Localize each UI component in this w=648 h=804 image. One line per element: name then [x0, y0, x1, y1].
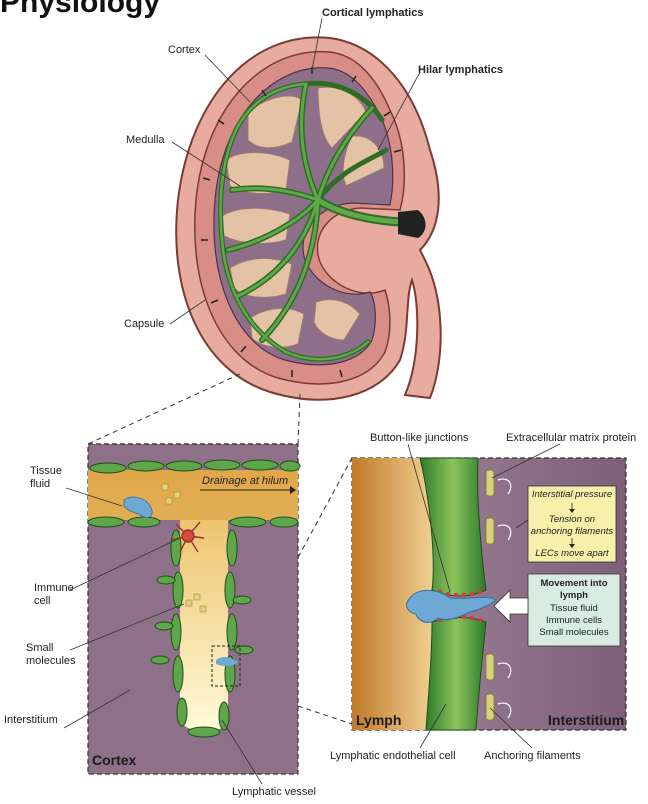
movement-item: Small molecules [530, 627, 618, 639]
label-cortical-lymphatics: Cortical lymphatics [322, 7, 423, 20]
label-ecm-protein: Extracellular matrix protein [506, 432, 636, 445]
label-cortex-panel: Cortex [92, 752, 136, 768]
label-hilar-lymphatics: Hilar lymphatics [418, 64, 503, 77]
label-small-molecules: Small molecules [26, 642, 76, 668]
label-immune-cell: Immune cell [34, 582, 74, 608]
pressure-line-2: Tension on anchoring filaments [530, 514, 614, 538]
label-medulla: Medulla [126, 134, 165, 147]
label-tissue-fluid: Tissue fluid [30, 465, 74, 491]
label-capsule: Capsule [124, 318, 164, 331]
label-button-junctions: Button-like junctions [370, 432, 468, 445]
label-lymphatic-vessel: Lymphatic vessel [232, 786, 316, 799]
label-interstitium-right: Interstitium [548, 712, 624, 728]
endothelial-cell-lower [426, 618, 486, 731]
label-drainage-at-hilum: Drainage at hilum [202, 475, 288, 488]
hilar-node [398, 210, 426, 238]
movement-title: Movement into lymph [530, 578, 618, 602]
label-lymphatic-endothelial-cell: Lymphatic endothelial cell [330, 750, 456, 763]
pressure-line-3: LECs move apart [530, 548, 614, 560]
label-interstitium-left: Interstitium [4, 714, 58, 727]
label-lymph: Lymph [356, 712, 401, 728]
movement-item: Immune cells [530, 615, 618, 627]
page-title: Physiology [0, 0, 160, 20]
label-cortex: Cortex [168, 44, 200, 57]
label-anchoring-filaments: Anchoring filaments [484, 750, 581, 763]
cortex-panel [88, 444, 300, 774]
pressure-line-1: Interstitial pressure [530, 489, 614, 501]
movement-item: Tissue fluid [530, 603, 618, 615]
kidney-illustration [176, 37, 440, 399]
